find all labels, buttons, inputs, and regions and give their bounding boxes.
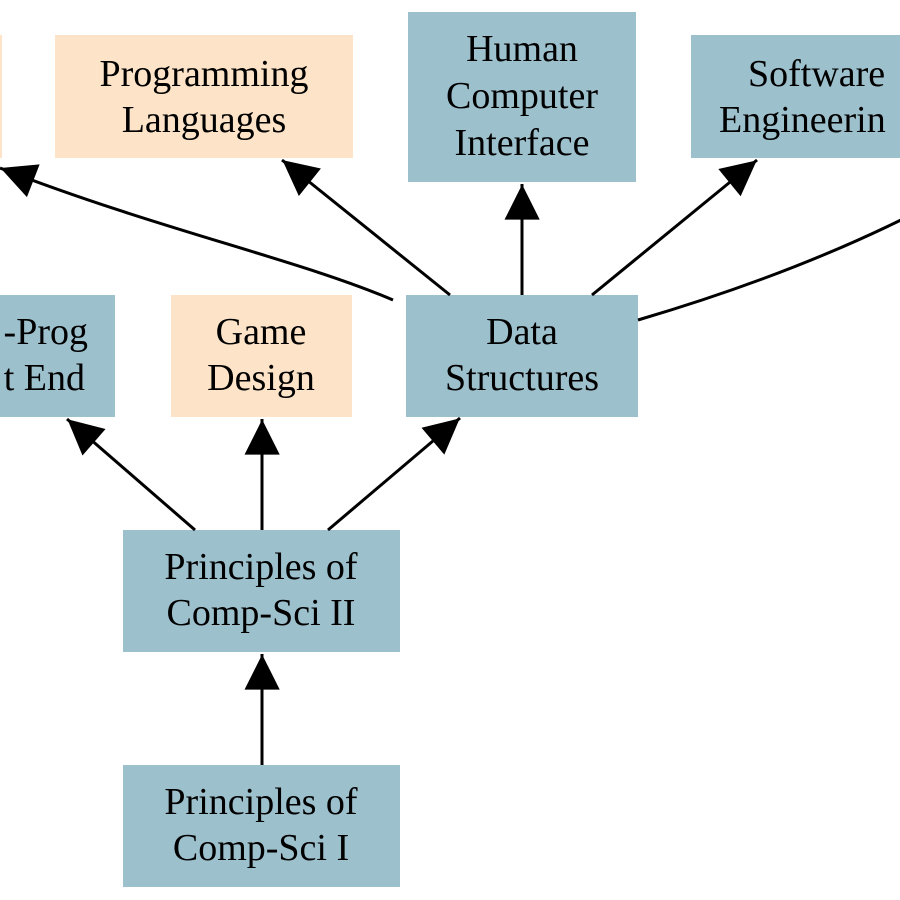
node-principles-cs-1[interactable]: Principles of Comp-Sci I [123,765,400,887]
node-label: Principles of [164,781,357,823]
node-label: Programming [100,53,309,95]
node-label: Engineerin [719,99,886,141]
node-label: Human [466,28,578,70]
edge-pcs2-to-webprog [66,417,196,532]
node-principles-cs-2[interactable]: Principles of Comp-Sci II [123,530,400,652]
node-label: Interface [455,122,590,164]
node-label: Design [207,357,315,399]
node-label: Software [748,53,885,95]
node-label: Data [486,311,558,353]
node-label: Computer [446,75,598,117]
node-cropped-left [0,35,2,158]
node-software-engineering[interactable]: Software Engineerin [691,35,900,158]
node-hci[interactable]: Human Computer Interface [408,12,636,182]
edge-ds-to-right [637,218,900,322]
node-game-design[interactable]: Game Design [171,295,352,417]
node-label: Structures [445,357,599,399]
node-label: Languages [122,99,287,141]
edge-ds-to-pl [281,158,451,297]
node-label: Comp-Sci I [173,827,349,869]
node-programming-languages[interactable]: Programming Languages [55,35,353,158]
node-label: -Prog [4,311,88,353]
node-data-structures[interactable]: Data Structures [406,295,638,417]
node-web-prog[interactable]: -Prog t End [0,295,115,417]
node-label: Game [216,311,307,353]
node-label: t End [4,357,85,399]
node-label: Comp-Sci II [167,592,356,634]
edge-pcs2-to-ds [327,416,461,532]
edge-ds-to-left [0,164,394,302]
edge-ds-to-se [591,158,758,297]
node-label: Principles of [164,546,357,588]
edges [0,158,900,765]
